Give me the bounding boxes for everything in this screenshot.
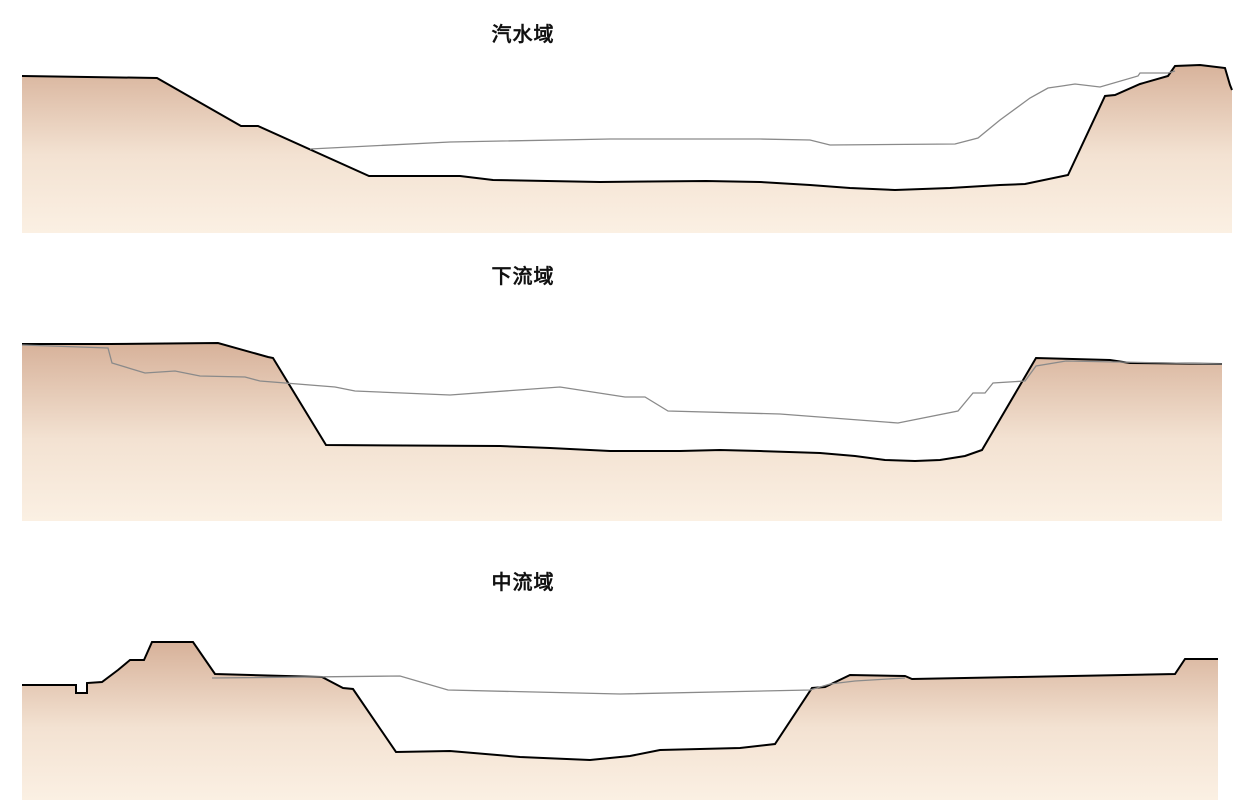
section-title-brackish: 汽水域 [491, 22, 555, 46]
middle-reach-former-profile-line [211, 675, 906, 695]
brackish-former-profile-line [309, 70, 1176, 150]
lower-reach-ground [22, 343, 1222, 521]
lower-reach-bed-line [22, 341, 1223, 463]
middle-reach-bed-line [22, 641, 1218, 762]
section-title-lower-reach: 下流域 [491, 264, 555, 288]
middle-reach-ground [22, 642, 1218, 800]
lower-reach-former-profile-line [21, 344, 1223, 424]
section-title-middle-reach: 中流域 [491, 570, 555, 594]
brackish-bed-line [21, 63, 1233, 192]
brackish-ground [22, 65, 1232, 233]
